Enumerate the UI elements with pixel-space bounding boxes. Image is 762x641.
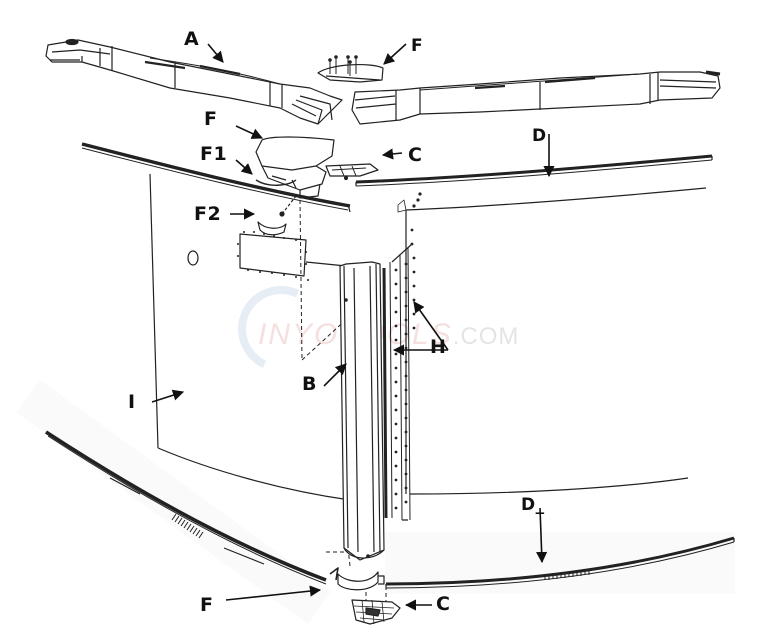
bottom-cap <box>329 567 385 591</box>
label-F-mid: F <box>204 108 218 130</box>
top-connector-plate <box>325 163 379 181</box>
arrow-B <box>323 363 347 387</box>
top-rail-left <box>81 142 351 213</box>
label-F-top: F <box>411 36 424 56</box>
arrow-F-bottom <box>225 585 322 601</box>
label-F2: F2 <box>194 203 222 225</box>
arrow-C-top <box>381 148 403 160</box>
label-C-top: C <box>408 144 423 166</box>
label-D-top: D <box>532 126 547 146</box>
label-C-bottom: C <box>436 593 451 615</box>
arrow-F1 <box>235 159 253 175</box>
arrow-I <box>151 389 185 403</box>
label-I: I <box>128 391 136 413</box>
label-H: H <box>430 336 447 358</box>
vertical-upright <box>339 261 385 561</box>
top-cap-small <box>317 55 384 83</box>
cap-clip <box>257 195 297 236</box>
bottom-rail-right <box>385 536 735 589</box>
label-F-bottom: F <box>200 594 214 616</box>
label-D-bottom: D_ <box>521 495 545 515</box>
wall-bolt-strip <box>382 192 422 521</box>
bottom-plate <box>351 599 401 625</box>
label-B: B <box>302 373 317 395</box>
arrow-A <box>207 43 224 63</box>
label-A: A <box>184 28 200 50</box>
callout-arrows <box>151 43 555 611</box>
top-rail-right <box>355 154 713 187</box>
arrow-F-top <box>383 43 407 65</box>
pool-wall-left <box>149 173 353 501</box>
pool-wall-right <box>405 187 707 495</box>
arrow-F-mid <box>235 125 264 139</box>
skimmer-plate <box>237 231 347 281</box>
arrow-D-bottom <box>536 507 548 564</box>
top-seat-left <box>45 38 343 125</box>
bottom-rail-left <box>45 430 327 585</box>
top-cap <box>255 136 335 199</box>
top-seat-right <box>351 70 721 125</box>
arrow-H-1 <box>413 301 449 351</box>
label-F1: F1 <box>200 143 228 165</box>
